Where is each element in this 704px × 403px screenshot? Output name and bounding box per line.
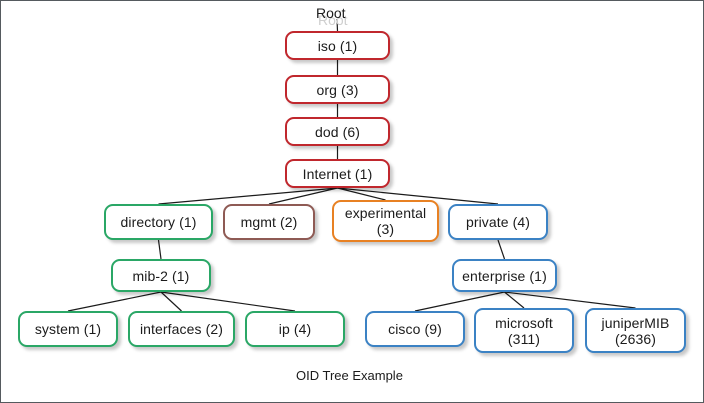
node-mgmt[interactable]: mgmt (2) (223, 204, 315, 240)
node-label-secondary: (2636) (614, 330, 657, 347)
node-experimental[interactable]: experimental(3) (332, 200, 439, 242)
node-label: juniperMIB (601, 314, 670, 331)
node-label: dod (6) (314, 123, 361, 140)
edge-mib2-to-interfaces (160, 291, 182, 312)
edge-enterprise-to-juniper (504, 291, 636, 309)
node-label: private (4) (465, 214, 531, 230)
edge-root-to-iso (336, 18, 339, 32)
node-label: microsoft (495, 314, 553, 331)
diagram-caption: OID Tree Example (296, 368, 403, 383)
node-label: ip (4) (278, 321, 312, 337)
root-label-text: Root (316, 5, 346, 21)
node-dod[interactable]: dod (6) (285, 117, 390, 146)
edge-directory-to-mib2 (157, 239, 162, 260)
node-label: enterprise (1) (462, 267, 547, 284)
node-mib2[interactable]: mib-2 (1) (111, 259, 211, 292)
edge-enterprise-to-microsoft (504, 291, 525, 309)
node-private[interactable]: private (4) (448, 204, 548, 240)
edge-internet-to-experimental (337, 187, 386, 201)
node-org[interactable]: org (3) (285, 75, 390, 104)
node-label: directory (1) (120, 214, 197, 230)
node-label-secondary: (311) (507, 330, 541, 347)
node-juniper[interactable]: juniperMIB(2636) (585, 308, 686, 353)
node-label: system (1) (34, 321, 102, 337)
node-microsoft[interactable]: microsoft(311) (474, 308, 574, 353)
node-label: interfaces (2) (139, 321, 224, 337)
node-directory[interactable]: directory (1) (104, 204, 213, 240)
node-enterprise[interactable]: enterprise (1) (452, 259, 557, 292)
node-ip[interactable]: ip (4) (245, 311, 345, 347)
node-internet[interactable]: Internet (1) (285, 159, 390, 188)
node-system[interactable]: system (1) (18, 311, 118, 347)
edge-private-to-enterprise (497, 239, 506, 260)
root-label: Root Root (316, 5, 348, 28)
edge-internet-to-directory (158, 187, 338, 205)
node-label: Internet (1) (302, 165, 373, 182)
edge-mib2-to-ip (160, 291, 296, 312)
node-label: iso (1) (317, 37, 358, 54)
node-cisco[interactable]: cisco (9) (365, 311, 465, 347)
node-label: cisco (9) (388, 321, 442, 337)
node-label: org (3) (316, 81, 359, 98)
node-label: experimental (344, 205, 427, 221)
edge-mib2-to-system (67, 291, 162, 312)
node-label-secondary: (3) (376, 221, 395, 237)
node-interfaces[interactable]: interfaces (2) (128, 311, 235, 347)
edge-internet-to-mgmt (268, 187, 338, 205)
edge-internet-to-private (337, 187, 499, 205)
edge-enterprise-to-cisco (414, 291, 505, 312)
node-iso[interactable]: iso (1) (285, 31, 390, 60)
node-label: mgmt (2) (240, 214, 298, 230)
node-label: mib-2 (1) (132, 267, 190, 284)
